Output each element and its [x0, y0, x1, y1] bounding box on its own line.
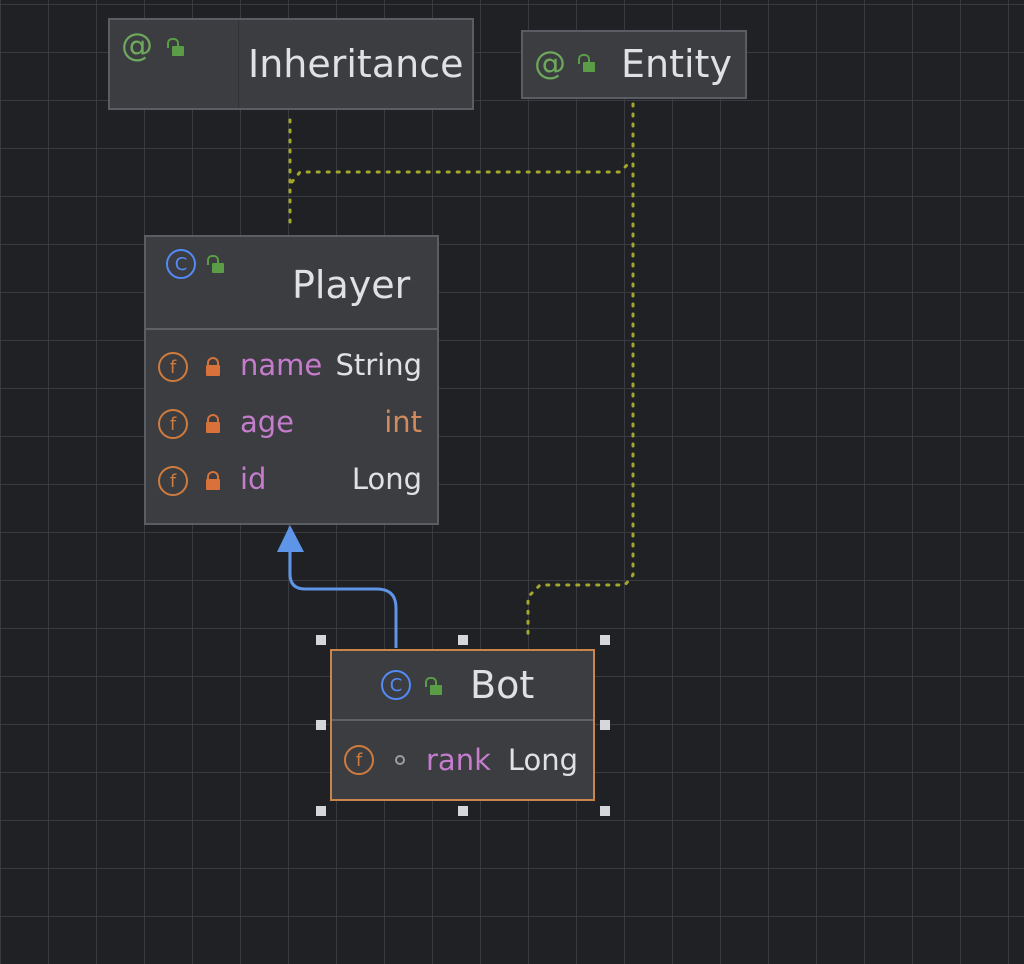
- edge-bot-entity[interactable]: [526, 102, 635, 640]
- field-row-id[interactable]: f id Long: [146, 448, 437, 505]
- node-title: Entity: [621, 42, 732, 86]
- header-divider: [332, 719, 593, 721]
- field-name: name: [240, 348, 323, 382]
- field-type: Long: [507, 743, 578, 777]
- annotation-at-icon: @: [534, 44, 566, 82]
- header-separator: [238, 20, 239, 108]
- resize-handle-top-left[interactable]: [316, 635, 326, 645]
- open-lock-icon: [207, 255, 224, 273]
- node-entity[interactable]: @ Entity: [521, 30, 747, 99]
- field-f-icon: f: [158, 466, 188, 496]
- node-title: Bot: [470, 663, 535, 707]
- field-row-age[interactable]: f age int: [146, 391, 437, 448]
- field-name: rank: [426, 743, 491, 777]
- field-type: int: [384, 405, 422, 439]
- edge-bot-extends-player[interactable]: [288, 552, 398, 648]
- lock-icon: [206, 471, 220, 490]
- open-lock-icon: [578, 54, 595, 72]
- field-name: id: [240, 462, 267, 496]
- field-row-rank[interactable]: f rank Long: [332, 721, 593, 799]
- class-c-icon: C: [381, 670, 411, 700]
- field-row-name[interactable]: f name String: [146, 334, 437, 391]
- field-name: age: [240, 405, 295, 439]
- resize-handle-bottom-right[interactable]: [600, 806, 610, 816]
- open-lock-icon: [167, 38, 184, 56]
- resize-handle-top[interactable]: [458, 635, 468, 645]
- extends-arrowhead: [277, 525, 304, 552]
- open-lock-icon: [425, 677, 442, 695]
- package-dot-icon: [395, 755, 405, 765]
- node-player[interactable]: C Player f name String f age int f id: [144, 235, 439, 525]
- lock-icon: [206, 414, 220, 433]
- node-title: Player: [292, 263, 411, 307]
- field-f-icon: f: [158, 409, 188, 439]
- resize-handle-bottom-left[interactable]: [316, 806, 326, 816]
- field-type: String: [335, 348, 422, 382]
- field-f-icon: f: [344, 745, 374, 775]
- node-title: Inheritance: [248, 42, 464, 86]
- resize-handle-right[interactable]: [600, 720, 610, 730]
- field-f-icon: f: [158, 352, 188, 382]
- annotation-at-icon: @: [121, 26, 153, 64]
- header-divider: [146, 328, 437, 330]
- resize-handle-left[interactable]: [316, 720, 326, 730]
- edge-player-entity[interactable]: [290, 158, 634, 184]
- field-type: Long: [351, 462, 422, 496]
- node-bot[interactable]: C Bot f rank Long: [330, 649, 595, 801]
- class-c-icon: C: [166, 249, 196, 279]
- lock-icon: [206, 357, 220, 376]
- node-inheritance[interactable]: @ Inheritance: [108, 18, 474, 110]
- resize-handle-bottom[interactable]: [458, 806, 468, 816]
- resize-handle-top-right[interactable]: [600, 635, 610, 645]
